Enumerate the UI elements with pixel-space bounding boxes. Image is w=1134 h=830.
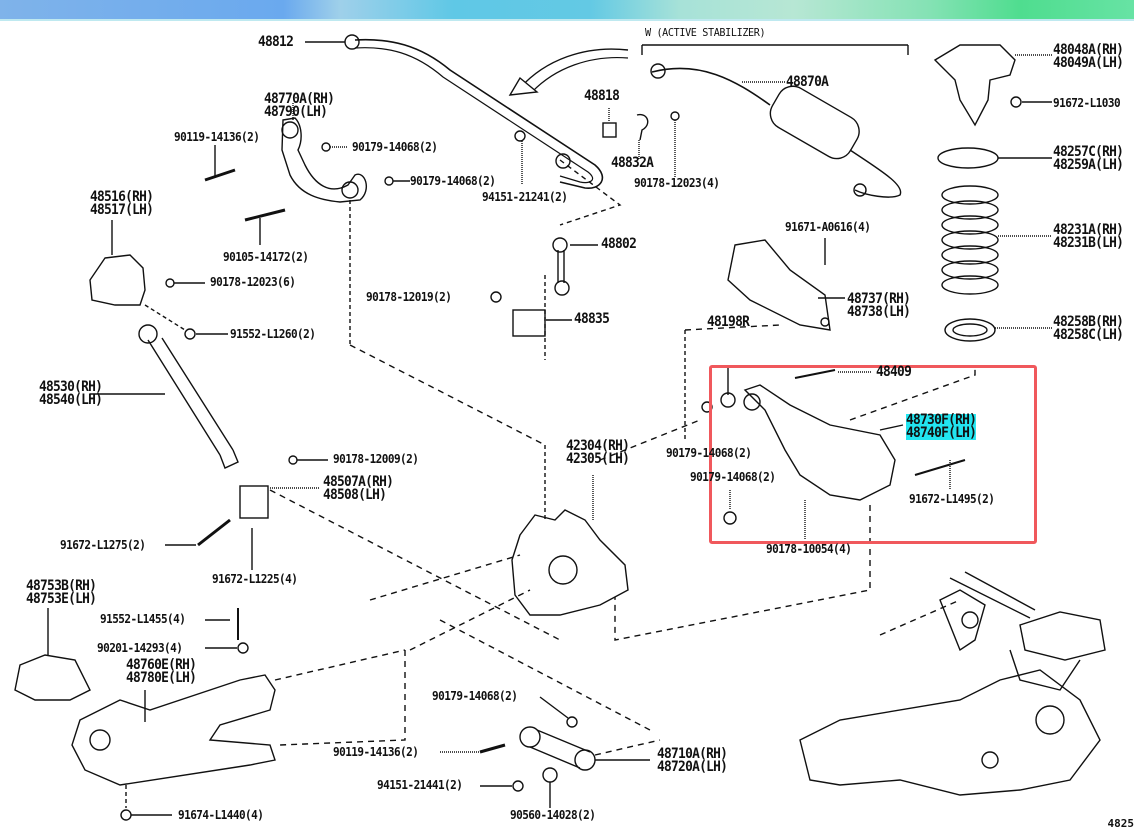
part-label-48257c[interactable]: 48257C(RH)48259A(LH) [1053, 144, 1124, 173]
highlighted-part-number-lh: 48740F(LH) [906, 425, 977, 441]
part-label-48770a[interactable]: 48770A(RH)48790(LH) [264, 91, 335, 120]
part-label-90178-12023-6[interactable]: 90178-12023(6) [210, 275, 296, 289]
part-label-90560-14028[interactable]: 90560-14028(2) [510, 808, 596, 822]
part-label-91672-l1225[interactable]: 91672-L1225(4) [212, 572, 298, 586]
part-label-48832a[interactable]: 48832A [611, 155, 654, 171]
part-label-48818[interactable]: 48818 [584, 88, 620, 104]
part-number-lh: 48517(LH) [90, 202, 154, 218]
selection-highlight-box [709, 365, 1037, 544]
part-number-rh: 48516(RH) [90, 189, 154, 205]
part-number-lh: 48508(LH) [323, 487, 387, 503]
dust-shield-drawing [727, 238, 845, 331]
part-label-91672-l1030[interactable]: 91672-L1030 [1053, 96, 1121, 110]
knuckle-drawing [279, 445, 629, 746]
part-label-48760e[interactable]: 48760E(RH)48780E(LH) [126, 657, 197, 686]
part-label-90119-14136-top[interactable]: 90119-14136(2) [174, 130, 260, 144]
spring-mount-drawing [933, 44, 1052, 342]
part-label-90105-14172[interactable]: 90105-14172(2) [223, 250, 309, 264]
part-number-rh: 48770A(RH) [264, 91, 335, 107]
highlighted-part-number-rh: 48730F(RH) [906, 412, 977, 428]
part-number-lh: 48540(LH) [39, 392, 103, 408]
part-label-90178-12009[interactable]: 90178-12009(2) [333, 452, 419, 466]
bracket-48507-drawing [165, 455, 561, 641]
part-label-91672-l1275[interactable]: 91672-L1275(2) [60, 538, 146, 552]
part-number-lh: 48720A(LH) [657, 759, 728, 775]
part-label-90178-12023-4[interactable]: 90178-12023(4) [634, 176, 720, 190]
part-label-48507a[interactable]: 48507A(RH)48508(LH) [323, 474, 394, 503]
part-label-48870a[interactable]: 48870A [786, 74, 829, 90]
stabilizer-link-drawing [490, 237, 598, 360]
part-label-48048a[interactable]: 48048A(RH)48049A(LH) [1053, 42, 1124, 71]
part-label-90179-14068-a[interactable]: 90179-14068(2) [352, 140, 438, 154]
part-label-90179-14068-d[interactable]: 90179-14068(2) [690, 470, 776, 484]
bracket-parts [514, 108, 680, 226]
part-number-rh: 48257C(RH) [1053, 144, 1124, 160]
lower-arm-48760-drawing [14, 608, 406, 821]
part-number-rh: 48258B(RH) [1053, 314, 1124, 330]
part-number-rh: 42304(RH) [566, 438, 630, 454]
part-label-42304[interactable]: 42304(RH)42305(LH) [566, 438, 630, 467]
part-number-lh: 48258C(LH) [1053, 327, 1124, 343]
banner-divider [0, 19, 1134, 21]
part-label-48730f[interactable]: 48730F(RH)48740F(LH) [906, 412, 977, 441]
part-label-48198r[interactable]: 48198R [707, 314, 750, 330]
part-number-lh: 42305(LH) [566, 451, 630, 467]
upper-arm-drawing [204, 103, 546, 446]
knuckle-bracket-drawing [89, 220, 228, 340]
part-label-48812[interactable]: 48812 [258, 34, 294, 50]
part-number-rh: 48530(RH) [39, 379, 103, 395]
part-number-rh: 48753B(RH) [26, 578, 97, 594]
part-label-90178-12019[interactable]: 90178-12019(2) [366, 290, 452, 304]
part-label-91672-l1495[interactable]: 91672-L1495(2) [909, 492, 995, 506]
header-banner [0, 0, 1134, 20]
part-number-lh: 48790(LH) [264, 104, 328, 120]
part-label-90179-14068-b[interactable]: 90179-14068(2) [410, 174, 496, 188]
part-label-48516[interactable]: 48516(RH)48517(LH) [90, 189, 154, 218]
part-label-94151-21241[interactable]: 94151-21241(2) [482, 190, 568, 204]
part-number-lh: 48259A(LH) [1053, 157, 1124, 173]
active-stabilizer-note: W (ACTIVE STABILIZER) [645, 26, 766, 39]
part-label-91552-l1260[interactable]: 91552-L1260(2) [230, 327, 316, 341]
part-label-90119-14136-bottom[interactable]: 90119-14136(2) [333, 745, 419, 759]
stabilizer-bar-drawing [305, 34, 604, 189]
part-label-91674-l1440[interactable]: 91674-L1440(4) [178, 808, 264, 822]
part-number-lh: 48738(LH) [847, 304, 911, 320]
part-number-rh: 48048A(RH) [1053, 42, 1124, 58]
active-stabilizer-bracket [641, 44, 909, 55]
part-number-lh: 48780E(LH) [126, 670, 197, 686]
part-number-rh: 48231A(RH) [1053, 222, 1124, 238]
part-label-48530[interactable]: 48530(RH)48540(LH) [39, 379, 103, 408]
shock-absorber-drawing [90, 324, 239, 469]
part-label-91552-l1455[interactable]: 91552-L1455(4) [100, 612, 186, 626]
part-number-rh: 48760E(RH) [126, 657, 197, 673]
part-label-48753b[interactable]: 48753B(RH)48753E(LH) [26, 578, 97, 607]
lateral-link-drawing [439, 619, 661, 808]
part-label-90178-10054[interactable]: 90178-10054(4) [766, 542, 852, 556]
part-label-91671-a0616[interactable]: 91671-A0616(4) [785, 220, 871, 234]
part-label-48802[interactable]: 48802 [601, 236, 637, 252]
part-label-48710a[interactable]: 48710A(RH)48720A(LH) [657, 746, 728, 775]
part-label-90201-14293[interactable]: 90201-14293(4) [97, 641, 183, 655]
lower-arm-48730-drawing [599, 324, 976, 641]
actuator-drawing [650, 63, 902, 198]
part-number-lh: 48231B(LH) [1053, 235, 1124, 251]
part-number-rh: 48507A(RH) [323, 474, 394, 490]
figure-code: 4825 [1107, 817, 1134, 830]
part-label-48258b[interactable]: 48258B(RH)48258C(LH) [1053, 314, 1124, 343]
part-label-48409[interactable]: 48409 [876, 364, 912, 380]
part-number-rh: 48737(RH) [847, 291, 911, 307]
assembly-overview-drawing [799, 571, 1106, 796]
part-number-lh: 48753E(LH) [26, 591, 97, 607]
part-label-90179-14068-c[interactable]: 90179-14068(2) [666, 446, 752, 460]
part-number-rh: 48710A(RH) [657, 746, 728, 762]
part-label-48231a[interactable]: 48231A(RH)48231B(LH) [1053, 222, 1124, 251]
rotation-arrow [508, 48, 629, 96]
part-number-lh: 48049A(LH) [1053, 55, 1124, 71]
part-label-48835[interactable]: 48835 [574, 311, 610, 327]
part-label-48737[interactable]: 48737(RH)48738(LH) [847, 291, 911, 320]
part-label-90179-14068-e[interactable]: 90179-14068(2) [432, 689, 518, 703]
part-label-94151-21441[interactable]: 94151-21441(2) [377, 778, 463, 792]
coil-spring [941, 185, 999, 295]
